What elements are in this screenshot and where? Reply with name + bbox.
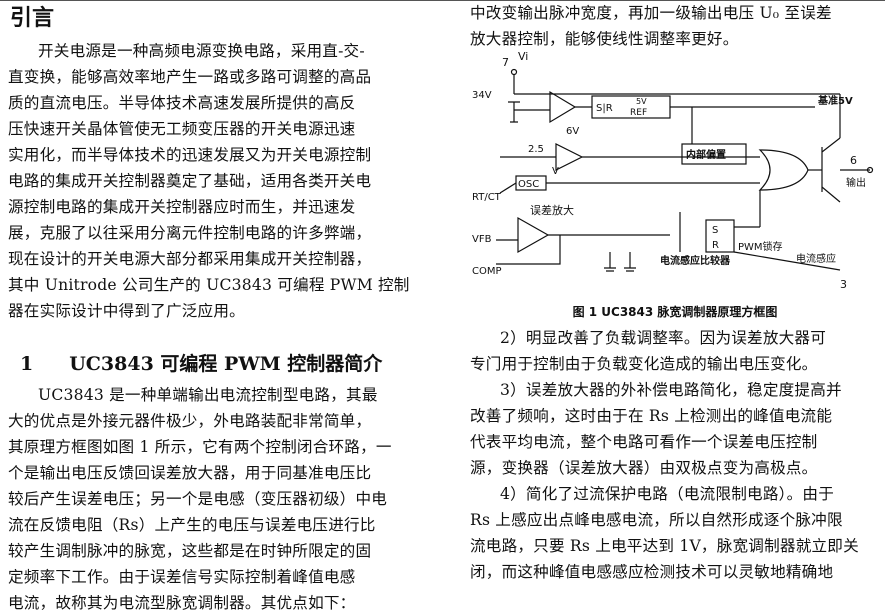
text-line: 器在实际设计中得到了广泛应用。 bbox=[8, 302, 245, 320]
text-line: 较后产生误差电压；另一个是电感（变压器初级）中电 bbox=[8, 490, 388, 508]
text-line: 放大器控制，能够使线性调整率更好。 bbox=[470, 30, 739, 48]
ground-1 bbox=[604, 252, 616, 272]
text-line: 展，克服了以往采用分离元件控制电路的许多弊端， bbox=[8, 224, 372, 242]
figure-caption: 图 1 UC3843 脉宽调制器原理方框图 bbox=[572, 305, 778, 319]
v-label: V bbox=[552, 166, 559, 177]
text-line: 定频率下工作。由于误差信号实际控制着峰值电感 bbox=[8, 568, 356, 586]
internal-bias-block bbox=[681, 143, 747, 165]
text-line: Rs 上感应出点峰电感电流，所以自然形成逐个脉冲限 bbox=[470, 511, 843, 529]
text-line: 大的优点是外接元器件极少，外电路装配非常简单， bbox=[8, 412, 372, 430]
intro-body: 开关电源是一种高频电源变换电路，采用直-交- 直变换，能够高效率地产生一路或多路可… bbox=[8, 38, 438, 324]
output-label: 输出 bbox=[846, 176, 866, 189]
text-line: 直变换，能够高效率地产生一路或多路可调整的高品 bbox=[8, 68, 372, 86]
uc3843-block-diagram: 7 Vi 34V 6V S|R 5V REF 基准5V 内部偏置 2.5 OSC… bbox=[472, 52, 874, 291]
v6-label: 6V bbox=[566, 126, 579, 137]
pin7-label: 7 bbox=[502, 56, 509, 69]
text-line: 闭，而这种峰值电感感应检测技术可以灵敏地精确地 bbox=[470, 563, 834, 581]
zener-34v bbox=[508, 101, 520, 123]
error-amp-label: 误差放大 bbox=[530, 203, 574, 217]
ref-out-label: 基准5V bbox=[817, 94, 853, 107]
section-body: UC3843 是一种单端输出电流控制型电路，其最大的优点是外接元器件极少，外电路… bbox=[8, 382, 438, 616]
rtct-label: RT/CT bbox=[472, 192, 502, 203]
intro-heading: 引言 bbox=[10, 6, 55, 31]
text-line: 其中 Unitrode 公司生产的 UC3843 可编程 PWM 控制 bbox=[8, 276, 410, 294]
vfb-label: VFB bbox=[472, 234, 492, 245]
v25-comparator bbox=[555, 143, 584, 171]
pin3-label: 3 bbox=[840, 278, 847, 291]
v34-label: 34V bbox=[472, 90, 492, 101]
current-comparator-label: 电流感应比较器 bbox=[660, 254, 731, 267]
pin6-node bbox=[866, 166, 874, 174]
text-line: 电流，故称其为电流型脉宽调制器。其优点如下： bbox=[8, 594, 356, 612]
text-line: 中改变输出脉冲宽度，再加一级输出电压 U₀ 至误差 bbox=[470, 4, 832, 22]
text-line: 源控制电路的集成开关控制器应时而生，并迅速发 bbox=[8, 198, 356, 216]
pwm-latch-label: PWM锁存 bbox=[738, 240, 783, 253]
ref5v-label: 5V bbox=[636, 97, 647, 106]
section-title: UC3843 可编程 PWM 控制器简介 bbox=[69, 353, 383, 375]
text-line: 代表平均电流，整个电路可看作一个误差电压控制 bbox=[470, 433, 818, 451]
text-line: 压快速开关晶体管使无工频变压器的开关电源迅速 bbox=[8, 120, 356, 138]
text-line: 电路的集成开关控制器奠定了基础，适用各类开关电 bbox=[8, 172, 372, 190]
right-body-text: 2）明显改善了负载调整率。因为误差放大器可专门用于控制由于负载变化造成的输出电压… bbox=[470, 325, 880, 585]
text-line: 3）误差放大器的外补偿电路简化，稳定度提高并 bbox=[500, 381, 842, 399]
top-rule bbox=[0, 0, 885, 1]
right-column-top: 中改变输出脉冲宽度，再加一级输出电压 U₀ 至误差放大器控制，能够使线性调整率更… bbox=[470, 0, 880, 52]
text-line: 改善了频响，这时由于在 Rs 上检测出的峰值电流能 bbox=[470, 407, 833, 425]
or-gate bbox=[758, 149, 809, 191]
text-line: 流在反馈电阻（Rs）上产生的电压与误差电压进行比 bbox=[8, 516, 376, 534]
comp-wire bbox=[496, 235, 561, 265]
comp-label: COMP bbox=[472, 266, 502, 277]
text-line: 源，变换器（误差放大器）由双极点变为高极点。 bbox=[470, 459, 818, 477]
ref-label: REF bbox=[630, 108, 647, 118]
text-line: UC3843 是一种单端输出电流控制型电路，其最 bbox=[38, 386, 378, 404]
text-line: 其原理方框图如图 1 所示，它有两个控制闭合环路，一 bbox=[8, 438, 392, 456]
left-column: 引言 开关电源是一种高频电源变换电路，采用直-交- 直变换，能够高效率地产生一路或… bbox=[8, 0, 438, 616]
transistor-collector bbox=[821, 137, 841, 153]
uvlo-comparator bbox=[549, 90, 577, 124]
text-line: 2）明显改善了负载调整率。因为误差放大器可 bbox=[500, 329, 826, 347]
ground-2 bbox=[624, 252, 636, 272]
error-amplifier bbox=[517, 216, 550, 254]
text-line: 实用化，而半导体技术的迅速发展又为开关电源控制 bbox=[8, 146, 372, 164]
rtct-wire bbox=[499, 182, 517, 194]
pwm-latch-block bbox=[705, 219, 735, 253]
text-line: 4）简化了过流保护电路（电流限制电路）。由于 bbox=[500, 485, 834, 503]
internal-bias-label: 内部偏置 bbox=[686, 148, 726, 161]
pin7-node bbox=[510, 68, 518, 76]
vi-label: Vi bbox=[518, 52, 528, 63]
pin6-label: 6 bbox=[850, 154, 857, 167]
transistor-emitter bbox=[821, 186, 841, 203]
osc-label: OSC bbox=[518, 179, 539, 190]
text-line: 个是输出电压反馈回误差放大器，用于同基准电压比 bbox=[8, 464, 372, 482]
current-sense-label: 电流感应 bbox=[796, 252, 836, 265]
current-sense-wire bbox=[733, 251, 841, 271]
text-line: 现在设计的开关电源大部分都采用集成开关控制器， bbox=[8, 250, 372, 268]
latch-s-label: S bbox=[712, 225, 718, 236]
latch-r-label: R bbox=[712, 240, 719, 251]
section-heading: 1 UC3843 可编程 PWM 控制器简介 bbox=[20, 350, 438, 378]
right-top-text: 中改变输出脉冲宽度，再加一级输出电压 U₀ 至误差放大器控制，能够使线性调整率更… bbox=[470, 0, 880, 52]
text-line: 专门用于控制由于负载变化造成的输出电压变化。 bbox=[470, 355, 818, 373]
text-line: 流电路，只要 Rs 上电平达到 1V，脉宽调制器就立即关 bbox=[470, 537, 859, 555]
text-line: 较产生调制脉冲的脉宽，这些都是在时钟所限定的固 bbox=[8, 542, 372, 560]
sr-label: S|R bbox=[596, 103, 613, 114]
section-number: 1 bbox=[20, 353, 34, 375]
text-line: 质的直流电压。半导体技术高速发展所提供的高反 bbox=[8, 94, 356, 112]
text-line: 开关电源是一种高频电源变换电路，采用直-交- bbox=[38, 42, 365, 60]
v25-label: 2.5 bbox=[528, 144, 544, 155]
